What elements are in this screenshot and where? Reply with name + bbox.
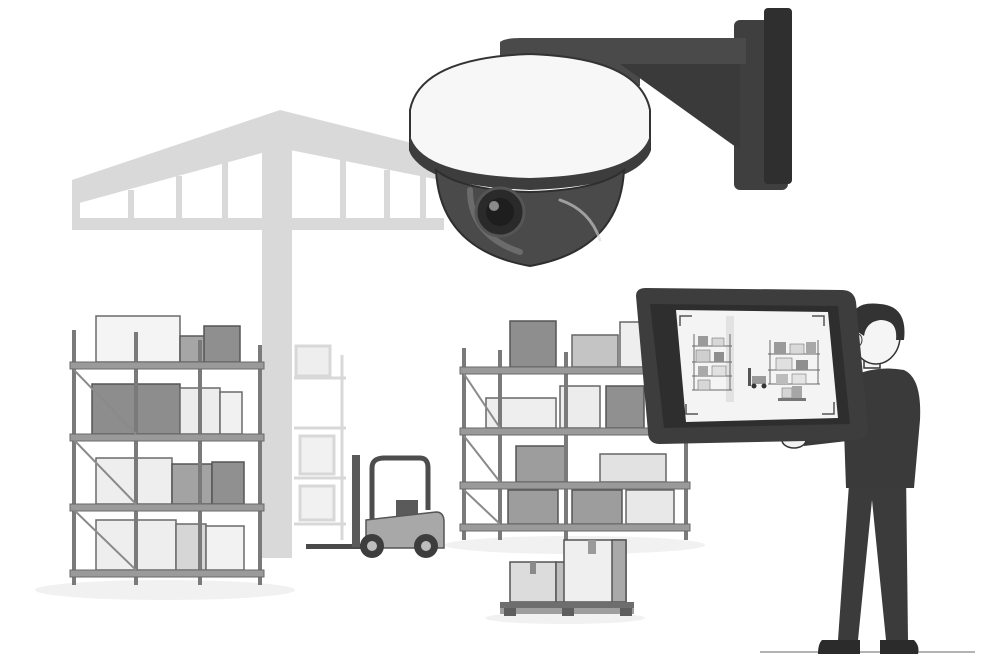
security-worker [781, 303, 921, 654]
tablet-device [636, 288, 868, 444]
warehouse-frame [72, 110, 444, 558]
left-storage-rack [69, 315, 265, 585]
tablet-screen-camera-feed [676, 310, 838, 422]
background-shelf [294, 344, 346, 540]
pallet-with-boxes [500, 539, 634, 616]
wall-mounted-dome-camera [409, 8, 792, 268]
forklift [306, 455, 445, 558]
